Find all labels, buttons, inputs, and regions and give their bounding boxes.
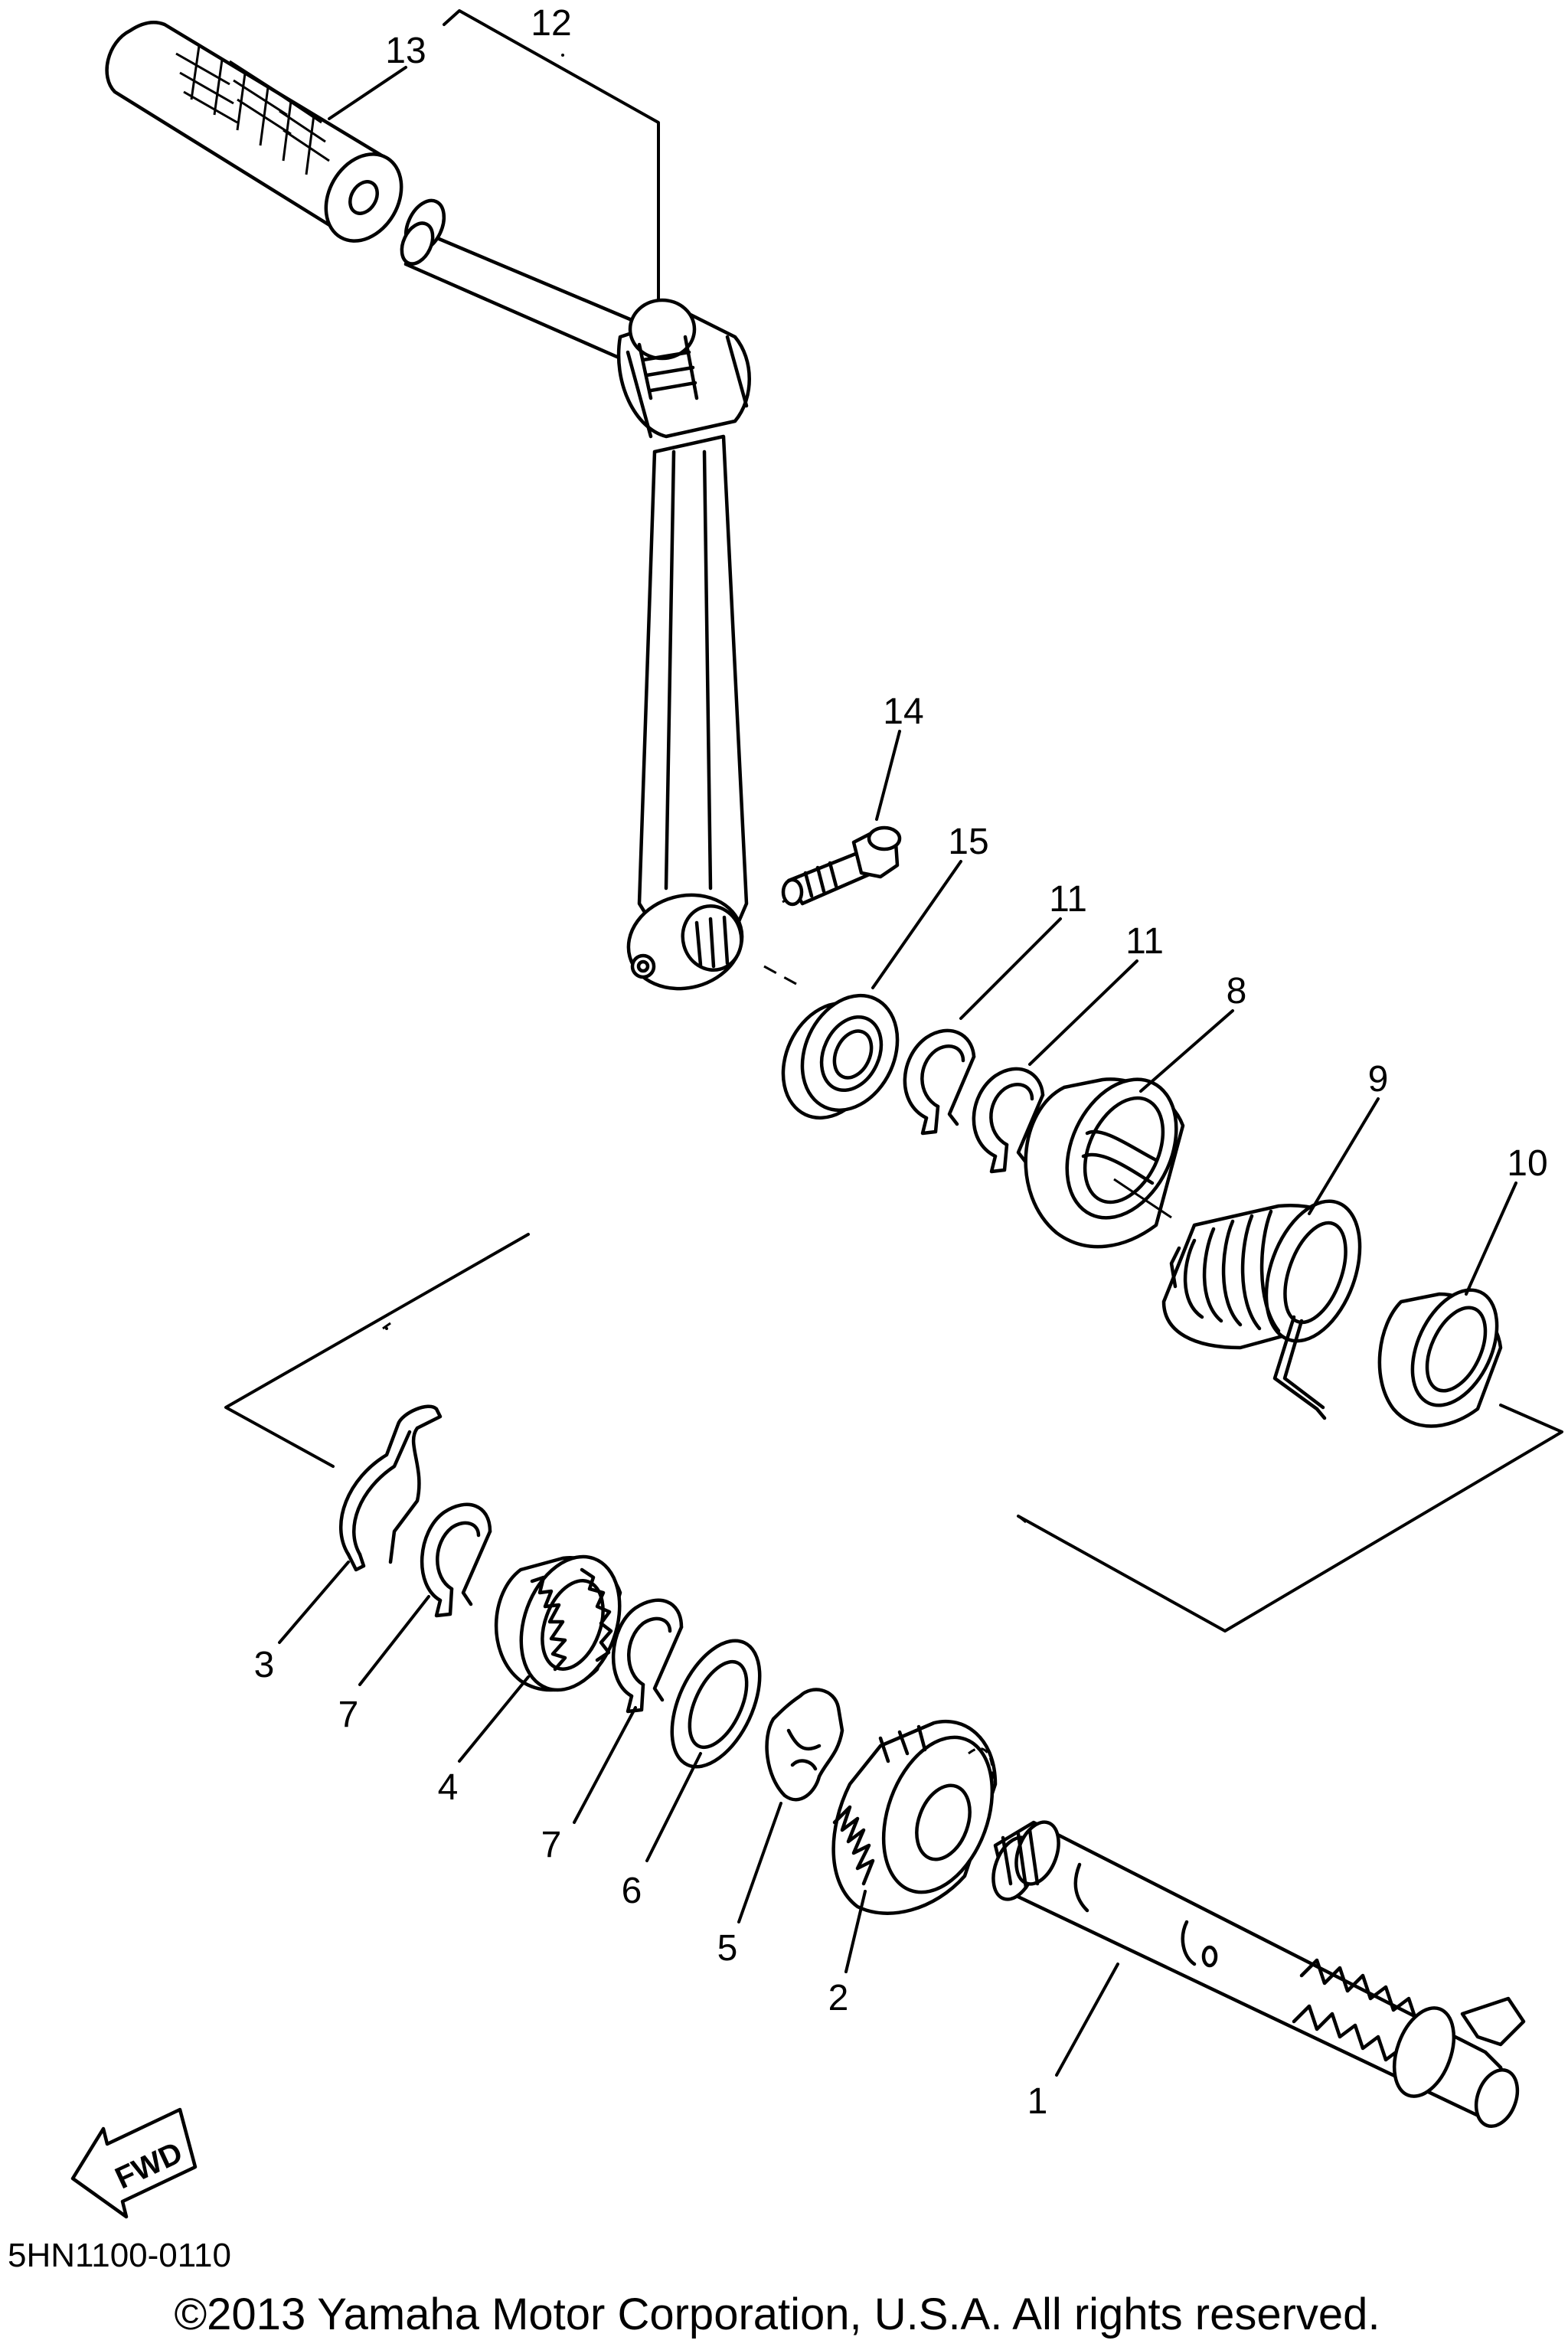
callout-6: 6 [622,1871,642,1911]
callout-7-b: 7 [541,1825,562,1865]
part-5-spring-clip [765,1688,844,1802]
part-3-clip [338,1404,443,1572]
callout-7-a: 7 [338,1695,359,1735]
part-14-bolt [781,825,902,907]
part-11-circlip-b [972,1067,1045,1174]
callout-2: 2 [828,1978,849,2018]
callout-8: 8 [1227,971,1247,1012]
part-15-bearing [781,993,900,1120]
callout-14: 14 [883,691,923,732]
part-7-circlip-b [611,1598,684,1714]
callout-9: 9 [1368,1059,1389,1100]
part-13-grip [105,21,403,243]
bracket-12-lines [443,9,660,304]
part-11-circlip-a [903,1028,976,1136]
leader-lines [278,66,1517,2077]
callout-11-b: 11 [1125,921,1164,962]
callout-labels: 12 13 14 15 11 11 8 9 10 3 7 4 7 6 5 2 1 [254,3,1548,2122]
part-2-kick-gear [831,1719,998,1915]
part-1-kick-shaft [991,1820,1526,2128]
callout-15: 15 [948,822,988,862]
callout-4: 4 [438,1767,459,1808]
callout-1: 1 [1027,2081,1048,2122]
callout-5: 5 [717,1928,738,1969]
part-10-bushing [1377,1288,1503,1428]
callout-3: 3 [254,1645,275,1685]
fwd-arrow-icon: FWD [70,2107,198,2219]
part-7-circlip-a [420,1502,492,1618]
part-9-torsion-spring [1161,1199,1362,1420]
callout-13: 13 [385,31,426,71]
part-4-ratchet [494,1554,622,1692]
axis-line-upper [763,893,797,985]
assembly-frame [224,1233,1563,1633]
diagram-code: 5HN1100-0110 [8,2237,231,2274]
part-6-washer [670,1639,762,1769]
callout-11-a: 11 [1049,879,1087,920]
callout-12: 12 [531,3,571,44]
part-12-kick-lever [400,198,751,991]
part-8-spring-cover [1024,1077,1185,1249]
copyright-notice: ©2013 Yamaha Motor Corporation, U.S.A. A… [174,2290,1380,2339]
callout-10: 10 [1507,1143,1547,1184]
